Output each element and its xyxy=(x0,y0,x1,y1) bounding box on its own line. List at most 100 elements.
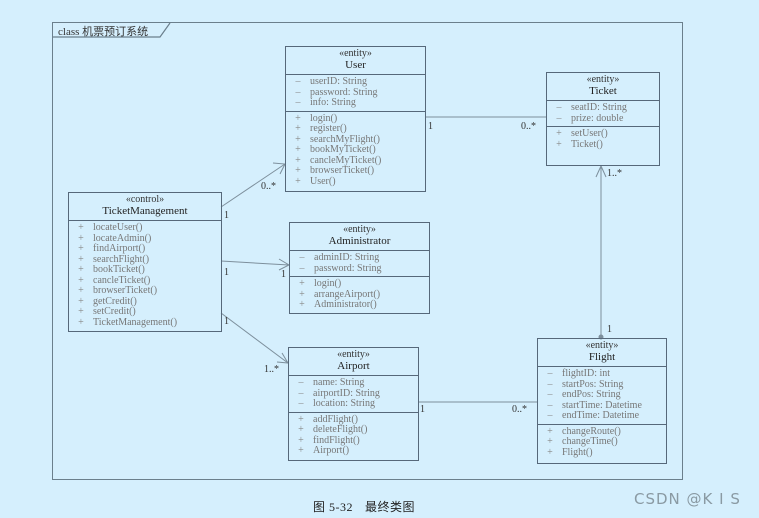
stereotype: «entity» xyxy=(343,224,376,235)
class-header: «entity» User xyxy=(286,47,425,75)
member-text: cancleTicket() xyxy=(93,274,151,286)
class-administrator[interactable]: «entity» Administrator –adminID: String–… xyxy=(289,222,430,314)
member-row: +Flight() xyxy=(538,447,666,459)
member-row: +login() xyxy=(290,278,429,290)
class-user[interactable]: «entity» User –userID: String–password: … xyxy=(285,46,426,192)
member-row: +Administrator() xyxy=(290,299,429,311)
member-text: browserTicket() xyxy=(93,285,158,296)
visibility-marker: + xyxy=(295,175,301,187)
class-name: Ticket xyxy=(589,85,617,97)
member-text: location: String xyxy=(313,398,375,409)
member-row: +locateUser() xyxy=(69,222,221,234)
arrowhead-flight-ticket xyxy=(595,164,607,178)
member-row: + locateAdmin() xyxy=(69,232,221,245)
member-text: locateAdmin() xyxy=(93,232,152,244)
visibility-marker: – xyxy=(547,389,553,400)
visibility-marker: + xyxy=(78,306,84,317)
class-airport[interactable]: «entity» Airport –name: String–airportID… xyxy=(288,347,419,461)
multiplicity-user-ticket-to: 0..* xyxy=(521,121,536,132)
figure-title: 最终类图 xyxy=(365,500,416,514)
operations: + addFlight() + deleteFlight() + findFlight()… xyxy=(289,411,418,459)
visibility-marker: – xyxy=(295,86,301,98)
member-row: + cancleMyTicket() xyxy=(286,154,425,167)
operations: +changeRoute()+changeTime()+Flight() xyxy=(538,423,666,461)
member-text: setCredit() xyxy=(93,306,136,317)
multiplicity-tm-admin-to: 1 xyxy=(281,269,286,280)
member-text: deleteFlight() xyxy=(313,424,368,435)
member-text: Ticket() xyxy=(571,138,603,150)
visibility-marker: – xyxy=(295,97,301,108)
member-text: changeTime() xyxy=(562,436,618,447)
visibility-marker: + xyxy=(298,413,304,425)
member-text: findAirport() xyxy=(93,243,146,254)
member-text: register() xyxy=(310,123,347,134)
member-text: findFlight() xyxy=(313,434,360,446)
stereotype: «entity» xyxy=(339,48,372,59)
member-text: User() xyxy=(310,175,336,187)
visibility-marker: + xyxy=(295,154,301,166)
multiplicity-airport-flight-from: 1 xyxy=(420,404,425,415)
attributes: –name: String–airportID: String–location… xyxy=(289,376,418,412)
member-row: +TicketManagement() xyxy=(69,316,221,329)
multiplicity-tm-airport-to: 1..* xyxy=(264,364,279,375)
operations: +locateUser()+locateAdmin()+findAirport(… xyxy=(69,221,221,330)
member-row: +arrangeAirport() xyxy=(290,289,429,301)
multiplicity-user-ticket-from: 1 xyxy=(428,121,433,132)
visibility-marker: – xyxy=(298,398,304,409)
visibility-marker: + xyxy=(78,253,84,265)
member-row: + User() xyxy=(286,175,425,188)
member-text: cancleMyTicket() xyxy=(310,154,382,166)
frame-title: class 机票预订系统 xyxy=(58,26,149,38)
member-text: startPos: String xyxy=(562,378,624,390)
member-row: –airportID: String xyxy=(289,388,418,400)
visibility-marker: – xyxy=(556,102,562,113)
stereotype: «entity» xyxy=(586,74,620,85)
member-text: addFlight() xyxy=(313,413,358,425)
visibility-marker: + xyxy=(299,278,305,289)
visibility-marker: + xyxy=(547,425,553,437)
visibility-marker: – xyxy=(299,262,305,274)
member-row: –password: String xyxy=(290,262,429,275)
member-text: seatID: String xyxy=(571,102,627,113)
figure-caption: 图 5-32 最终类图 xyxy=(313,498,415,515)
class-name: Flight xyxy=(588,351,616,363)
class-flight[interactable]: «entity» Flight –flightID: int–startPos:… xyxy=(537,338,667,464)
visibility-marker: + xyxy=(295,165,301,176)
member-text: getCredit() xyxy=(93,295,137,307)
member-row: + setCredit() xyxy=(69,306,221,318)
member-row: + findAirport() xyxy=(69,243,221,255)
assoc-tm-user xyxy=(220,163,286,208)
member-row: –location: String xyxy=(289,398,418,410)
class-ticket[interactable]: «entity» Ticket –seatID: String–prize: d… xyxy=(546,72,660,166)
member-row: –startPos: String xyxy=(538,378,666,391)
member-text: Administrator() xyxy=(314,299,377,310)
visibility-marker: + xyxy=(556,128,562,139)
attributes: –adminID: String–password: String xyxy=(290,251,429,276)
member-row: –name: String xyxy=(289,377,418,389)
visibility-marker: + xyxy=(298,424,304,435)
multiplicity-flight-ticket-to: 1..* xyxy=(607,168,622,179)
member-text: password: String xyxy=(314,262,382,274)
visibility-marker: + xyxy=(78,243,84,254)
member-row: +register() xyxy=(286,123,425,135)
member-text: changeRoute() xyxy=(562,425,621,437)
class-ticket-management[interactable]: «control» TicketManagement +locateUser()… xyxy=(68,192,222,332)
member-row: –info: String xyxy=(286,97,425,109)
member-row: –password: String xyxy=(286,86,425,99)
attributes: –userID: String–password: String–info: S… xyxy=(286,75,425,111)
stereotype: «control» xyxy=(125,194,165,205)
member-text: browserTicket() xyxy=(310,165,375,176)
member-row: + deleteFlight() xyxy=(289,424,418,436)
member-row: +cancleTicket() xyxy=(69,274,221,287)
member-row: +browserTicket() xyxy=(69,285,221,297)
visibility-marker: + xyxy=(78,232,84,244)
member-row: +bookMyTicket() xyxy=(286,144,425,156)
visibility-marker: + xyxy=(298,445,304,456)
member-text: endPos: String xyxy=(562,389,621,400)
member-text: TicketManagement() xyxy=(93,316,178,328)
visibility-marker: + xyxy=(295,133,301,145)
operations: +login()+arrangeAirport()+Administrator(… xyxy=(290,276,429,313)
member-row: + addFlight() xyxy=(289,413,418,426)
figure-number: 图 5-32 xyxy=(313,500,353,514)
class-header: «entity» Administrator xyxy=(290,223,429,251)
